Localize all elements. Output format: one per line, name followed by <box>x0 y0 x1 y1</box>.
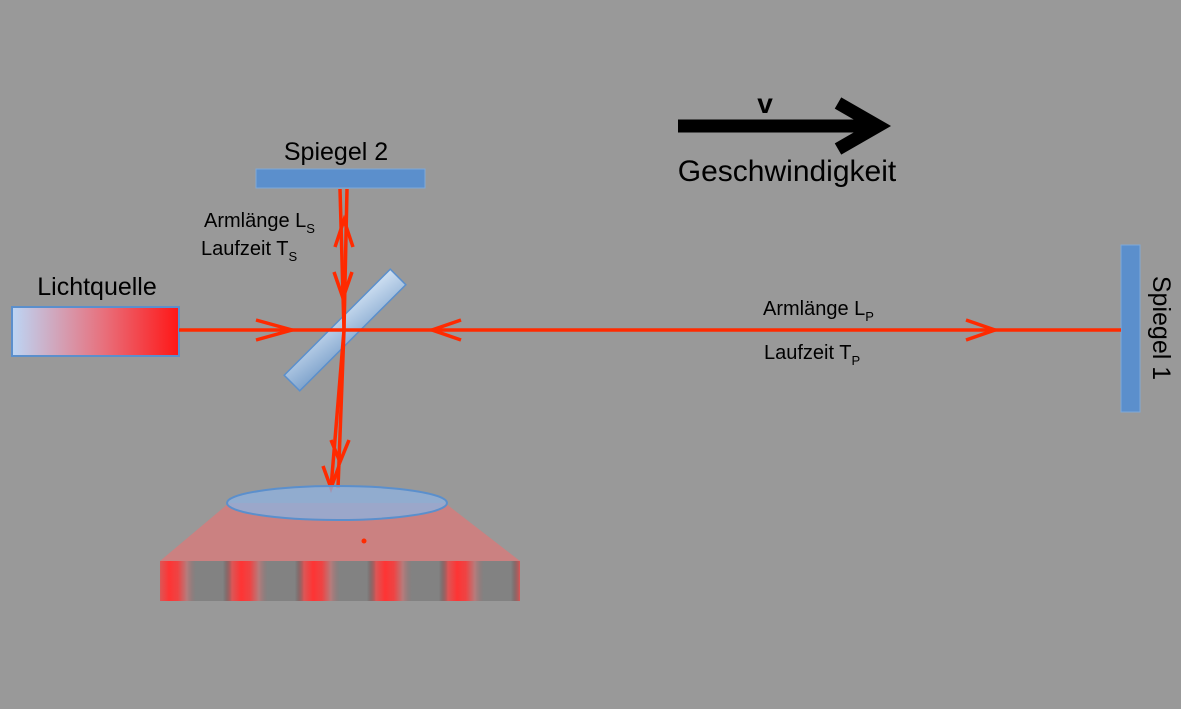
lens <box>226 485 448 521</box>
velocity-caption: Geschwindigkeit <box>678 155 897 188</box>
beam-vertical-upper <box>332 188 355 331</box>
beam-horizontal <box>179 318 1121 342</box>
arm-length-s-label: Armlänge LS <box>204 210 315 236</box>
beam-arrowhead-down <box>332 271 354 304</box>
beam-arrowhead-down <box>329 439 351 467</box>
beam-arrowhead-right <box>255 318 299 342</box>
mirror-2 <box>255 168 426 189</box>
travel-time-s-label: Laufzeit TS <box>201 238 297 264</box>
light-source <box>11 306 180 357</box>
light-cone <box>160 503 520 561</box>
interference-pattern <box>160 561 520 601</box>
mirror-1 <box>1120 244 1141 413</box>
beam-arrowhead-up <box>333 214 355 248</box>
beam-arrowhead-right <box>965 318 1001 342</box>
arm-length-p-label: Armlänge LP <box>763 298 874 324</box>
mirror-2-label: Spiegel 2 <box>284 138 388 166</box>
focal-point <box>361 538 367 544</box>
light-source-label: Lichtquelle <box>37 273 157 301</box>
mirror-1-label: Spiegel 1 <box>1147 276 1175 380</box>
beam-arrowhead-left <box>426 318 462 342</box>
velocity-arrow <box>678 97 892 155</box>
velocity-symbol: v <box>757 88 773 119</box>
travel-time-p-label: Laufzeit TP <box>764 342 860 368</box>
